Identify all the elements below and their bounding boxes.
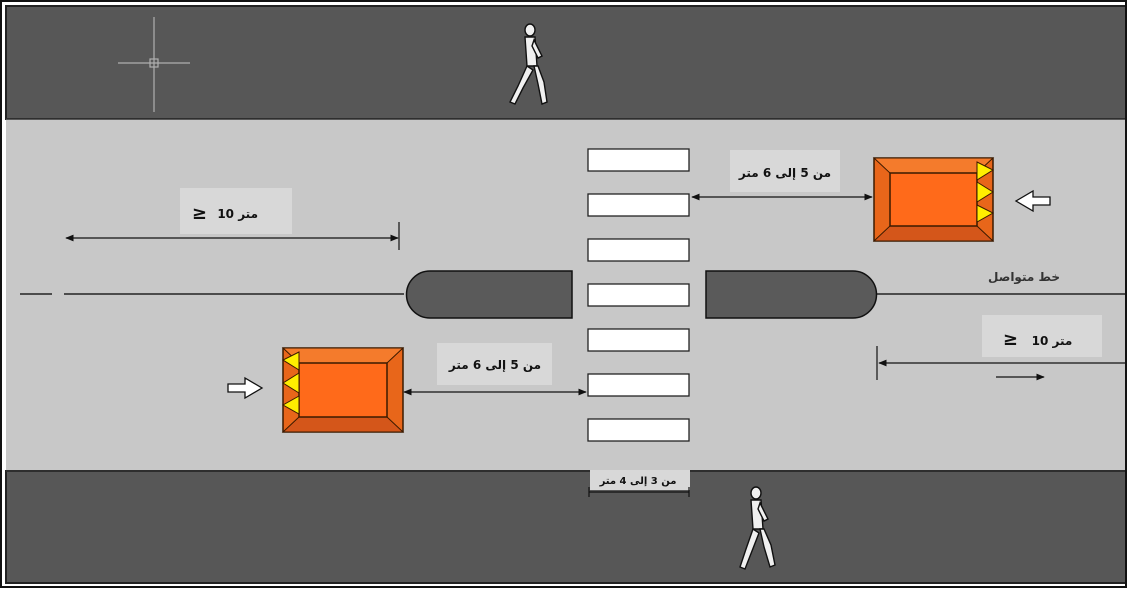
gte-symbol: ≥ <box>1003 329 1018 350</box>
dim-10m-left <box>65 222 400 250</box>
zebra-stripe <box>587 193 690 217</box>
top-sidewalk <box>5 5 1127 120</box>
dim-3to4 <box>588 487 690 497</box>
label-box-5to6-top <box>730 150 840 192</box>
label-5to6-top: من 5 إلى 6 متر <box>738 166 831 180</box>
walking-person-icon <box>509 23 548 105</box>
hollow-arrow-icon <box>1014 189 1051 213</box>
label-box-10m-right <box>982 315 1102 357</box>
gte-symbol: ≥ <box>192 203 207 224</box>
label-box-5to6-bottom <box>437 343 552 385</box>
label-10m-right: 10 متر <box>1032 334 1073 348</box>
hollow-arrow-icon <box>227 376 264 400</box>
zebra-crossing <box>587 148 690 442</box>
zebra-stripe <box>587 373 690 397</box>
zebra-stripe <box>587 283 690 307</box>
cursor-crosshair-icon <box>118 17 190 112</box>
walking-person-icon <box>739 486 776 570</box>
label-continuous-line: خط متواصل <box>988 270 1060 285</box>
zebra-stripe <box>587 238 690 262</box>
label-3to4: من 3 إلى 4 متر <box>599 476 677 487</box>
dim-10m-right <box>876 346 1127 381</box>
zebra-stripe <box>587 328 690 352</box>
label-box-3to4 <box>590 470 690 490</box>
zebra-stripe <box>587 418 690 442</box>
label-5to6-bottom: من 5 إلى 6 متر <box>448 358 541 372</box>
zebra-stripe <box>587 148 690 172</box>
bottom-sidewalk <box>5 470 1127 584</box>
speed-bump-right <box>872 157 995 242</box>
median-island-left <box>405 270 573 319</box>
median-island-right <box>705 270 878 319</box>
label-box-10m-left <box>180 188 292 234</box>
label-10m-left: 10 متر <box>217 207 258 221</box>
speed-bump-left <box>281 347 405 433</box>
